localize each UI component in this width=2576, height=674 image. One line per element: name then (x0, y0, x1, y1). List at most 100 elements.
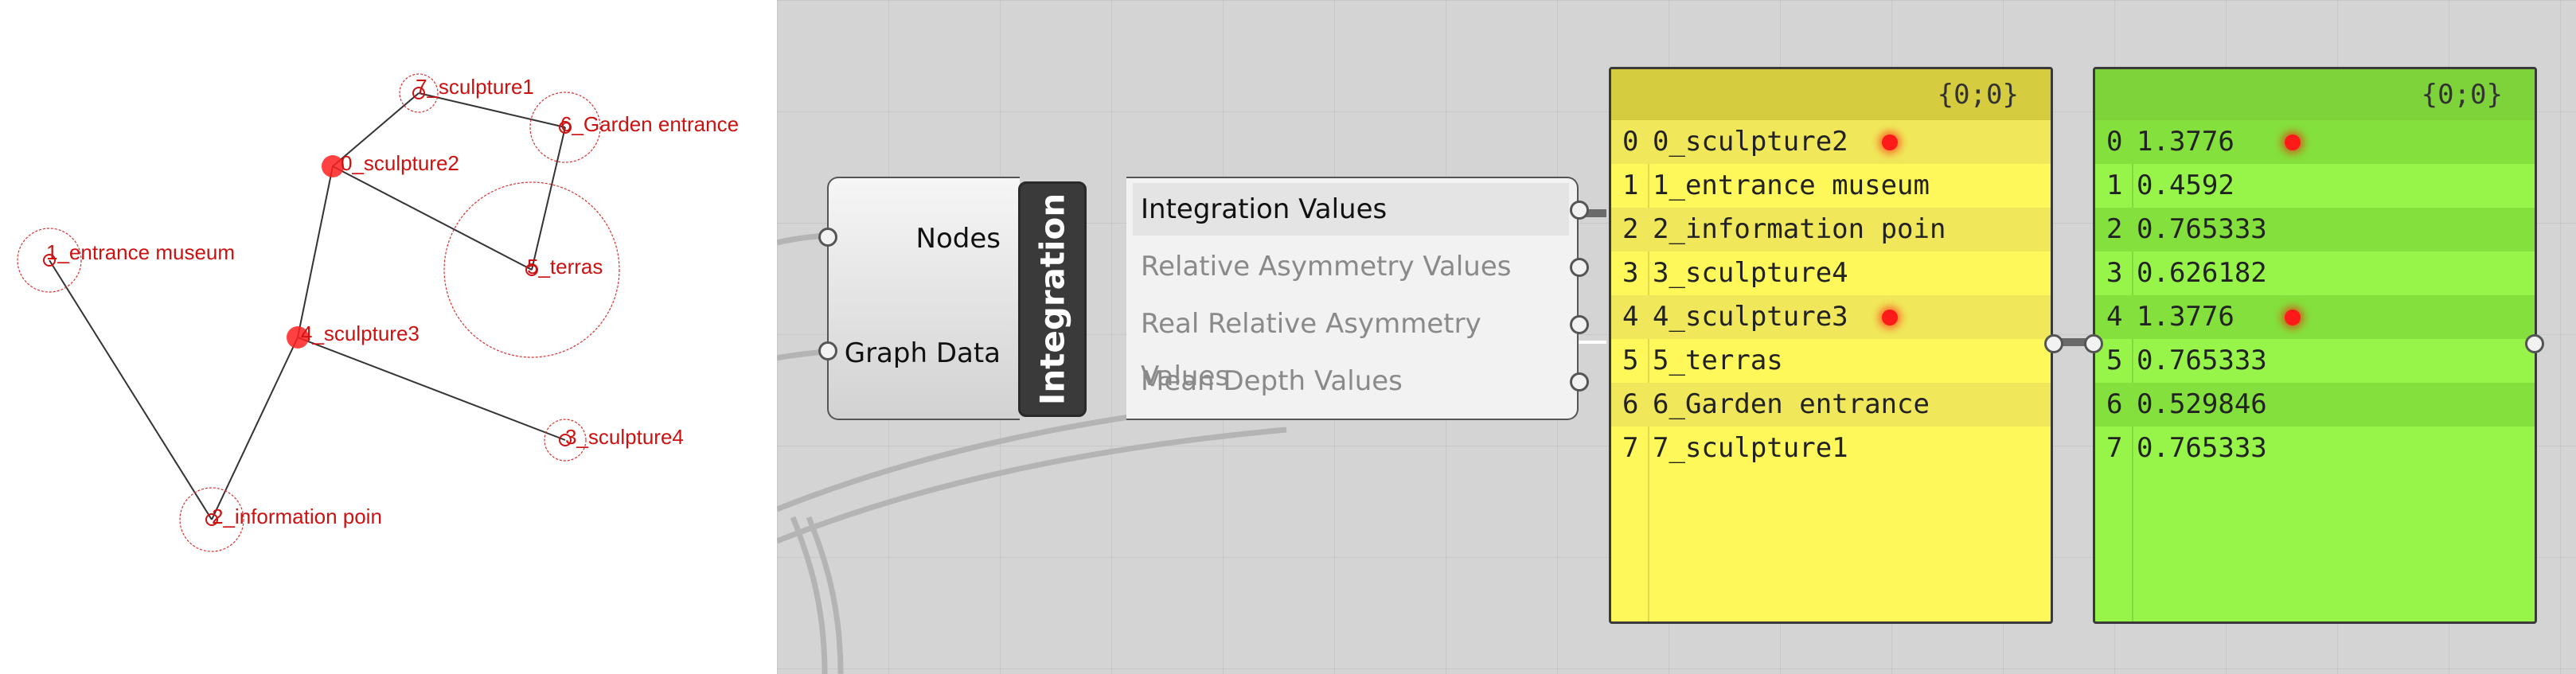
node-labels: 0_sculpture2 1_entrance museum 2_informa… (46, 75, 739, 528)
panel-row: 4 4_sculpture3 (1611, 295, 2051, 339)
output-mean-depth[interactable]: Mean Depth Values (1141, 365, 1403, 397)
panel-header: {0;0} (1611, 69, 2051, 120)
node-marker-5 (525, 263, 538, 276)
row-value: 1.3776 (2137, 126, 2234, 158)
panel-index-divider (1648, 120, 1649, 621)
circle-node-5 (443, 181, 620, 358)
edge-4-2 (211, 337, 299, 520)
node-marker-3 (559, 434, 572, 446)
row-index: 3 (2106, 257, 2123, 289)
row-index: 6 (1622, 388, 1639, 420)
row-index: 5 (2106, 345, 2123, 376)
row-value: 7_sculpture1 (1653, 432, 1848, 464)
output-port-integration[interactable] (1570, 201, 1589, 220)
row-value: 1_entrance museum (1653, 169, 1930, 201)
row-index: 3 (1622, 257, 1639, 289)
row-value: 5_terras (1653, 345, 1783, 376)
graph-edges (49, 92, 566, 520)
node-label-7: 7_sculpture1 (416, 75, 534, 99)
node-label-0: 0_sculpture2 (341, 151, 459, 175)
node-label-6: 6_Garden entrance (560, 112, 739, 136)
output-real-relative-asymmetry[interactable]: Real Relative Asymmetry Values (1141, 308, 1481, 392)
edge-0-5 (332, 166, 533, 271)
row-index: 2 (2106, 213, 2123, 245)
component-input-side: Nodes Graph Data (827, 177, 1020, 420)
panel-index-divider (2132, 120, 2133, 621)
input-port-graph-data[interactable] (818, 341, 837, 360)
edge-0-7 (332, 92, 420, 167)
row-value: 0.765333 (2137, 213, 2267, 245)
row-index: 0 (2106, 126, 2123, 158)
panel-row: 5 0.765333 (2095, 339, 2535, 383)
node-label-5: 5_terras (527, 255, 603, 279)
row-value: 0.626182 (2137, 257, 2267, 289)
row-index: 5 (1622, 345, 1639, 376)
node-label-3: 3_sculpture4 (565, 425, 684, 449)
integration-component[interactable]: Nodes Graph Data Integration Values Rela… (818, 177, 1589, 420)
row-value: 4_sculpture3 (1653, 301, 1848, 333)
row-index: 2 (1622, 213, 1639, 245)
panel-row: 0 1.3776 (2095, 120, 2535, 164)
highlight-dot (1882, 310, 1898, 325)
row-index: 4 (1622, 301, 1639, 333)
edge-0-4 (297, 166, 334, 338)
highlight-dot (2285, 310, 2301, 325)
wire-bg-2 (777, 427, 1287, 544)
component-title-bar[interactable]: Integration (1018, 181, 1087, 417)
wire-bg-3 (790, 516, 828, 674)
row-index: 6 (2106, 388, 2123, 420)
row-index: 7 (1622, 432, 1639, 464)
output-port-real-relative-asymmetry[interactable] (1570, 315, 1589, 334)
node-highlight-4 (287, 326, 309, 349)
panel-row: 3 0.626182 (2095, 251, 2535, 295)
panel-row: 6 6_Garden entrance (1611, 383, 2051, 427)
circle-node-6 (529, 92, 601, 163)
integration-circles (17, 73, 620, 552)
row-value: 0.765333 (2137, 345, 2267, 376)
grasshopper-canvas[interactable]: Nodes Graph Data Integration Values Rela… (777, 0, 2576, 674)
node-label-1: 1_entrance museum (46, 240, 235, 264)
row-index: 7 (2106, 432, 2123, 464)
panel-row: 3 3_sculpture4 (1611, 251, 2051, 295)
output-port-relative-asymmetry[interactable] (1570, 258, 1589, 277)
output-integration-values[interactable]: Integration Values (1133, 183, 1569, 236)
row-value: 1.3776 (2137, 301, 2234, 333)
rhino-viewport[interactable]: 0_sculpture2 1_entrance museum 2_informa… (0, 0, 777, 674)
panel-values-input-port[interactable] (2084, 334, 2103, 353)
circle-node-1 (17, 228, 82, 293)
circle-node-7 (399, 73, 439, 113)
wire-graph-in (777, 349, 825, 361)
graph-nodes (43, 87, 572, 526)
row-value: 3_sculpture4 (1653, 257, 1848, 289)
row-value: 2_information poin (1653, 213, 1946, 245)
output-port-mean-depth[interactable] (1570, 372, 1589, 392)
row-value: 6_Garden entrance (1653, 388, 1930, 420)
panel-names-output-port[interactable] (2044, 334, 2063, 353)
component-output-side: Integration Values Relative Asymmetry Va… (1126, 177, 1579, 420)
row-value: 0_sculpture2 (1653, 126, 1848, 158)
panel-values-output-port[interactable] (2525, 334, 2544, 353)
panel-row: 7 7_sculpture1 (1611, 427, 2051, 470)
circle-node-2 (179, 487, 244, 552)
row-value: 0.4592 (2137, 169, 2234, 201)
input-graph-data-label: Graph Data (844, 337, 1001, 369)
highlight-dot (1882, 134, 1898, 150)
edge-1-2 (49, 259, 213, 520)
panel-row: 2 0.765333 (2095, 208, 2535, 251)
node-marker-2 (205, 513, 218, 526)
panel-row: 5 5_terras (1611, 339, 2051, 383)
wire-nodes-in (777, 232, 825, 246)
edge-4-3 (297, 337, 566, 441)
output-relative-asymmetry[interactable]: Relative Asymmetry Values (1141, 251, 1512, 282)
input-port-nodes[interactable] (818, 228, 837, 247)
node-label-2: 2_information poin (212, 505, 382, 528)
